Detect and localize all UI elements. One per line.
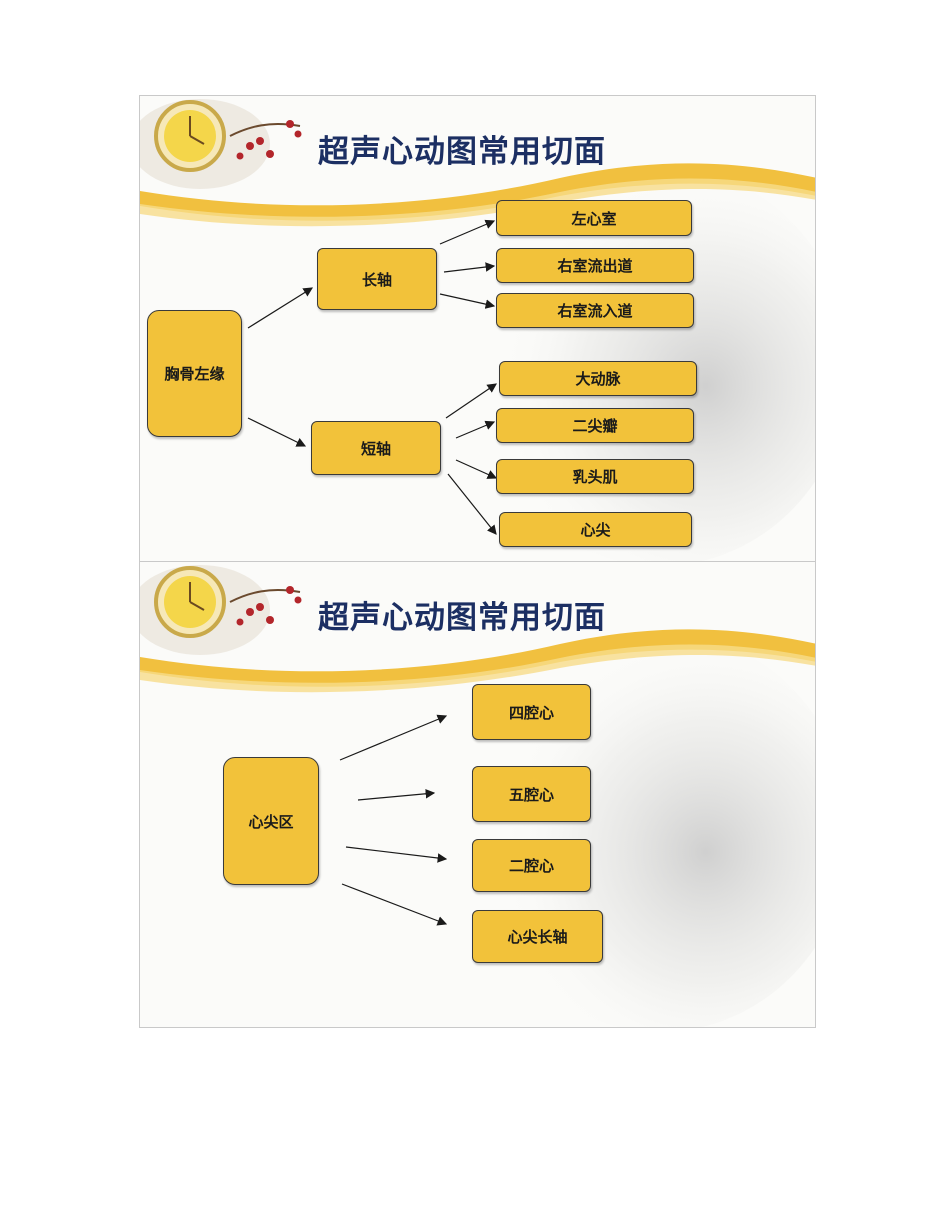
leaf-label: 乳头肌	[572, 468, 618, 486]
leaf-label: 右室流出道	[557, 257, 633, 275]
branch-node-short-axis: 短轴	[311, 421, 441, 475]
leaf-label: 二腔心	[508, 857, 554, 875]
branch-label: 短轴	[360, 439, 391, 458]
leaf-label: 四腔心	[508, 703, 554, 722]
root-node-label: 心尖区	[248, 812, 294, 831]
root-node-label: 胸骨左缘	[164, 365, 225, 383]
leaf-label: 心尖长轴	[507, 928, 568, 946]
leaf-label: 左心室	[571, 209, 617, 228]
leaf-node: 乳头肌	[496, 459, 694, 494]
leaf-node: 二尖瓣	[496, 408, 694, 443]
leaf-node: 二腔心	[472, 839, 591, 892]
connector-arrows	[247, 219, 498, 535]
leaf-label: 二尖瓣	[572, 417, 618, 435]
root-node: 胸骨左缘	[147, 310, 242, 437]
leaf-node: 四腔心	[472, 684, 591, 740]
slide-2: 超声心动图常用切面 心尖区 四腔心 五腔心 二腔心 心尖长轴	[139, 561, 816, 1028]
root-node: 心尖区	[223, 757, 319, 885]
leaf-node: 右室流入道	[496, 293, 694, 328]
slide-title: 超声心动图常用切面	[318, 134, 606, 170]
slide-1: 超声心动图常用切面 胸骨左缘 长轴 短轴 左心室 右室流出道	[139, 95, 816, 562]
leaf-label: 五腔心	[508, 785, 554, 804]
leaf-node: 五腔心	[472, 766, 591, 822]
leaf-node: 心尖长轴	[472, 910, 603, 963]
clock-with-plum-blossoms-icon	[140, 99, 302, 189]
branch-node-long-axis: 长轴	[317, 248, 437, 310]
clock-with-plum-blossoms-icon	[140, 565, 302, 655]
leaf-label: 心尖	[580, 521, 611, 539]
leaf-label: 大动脉	[575, 370, 621, 388]
slide-title: 超声心动图常用切面	[318, 600, 606, 636]
leaf-node: 左心室	[496, 200, 692, 236]
leaf-node: 大动脉	[499, 361, 697, 396]
leaf-node: 右室流出道	[496, 248, 694, 283]
branch-label: 长轴	[361, 270, 392, 289]
leaf-node: 心尖	[499, 512, 692, 547]
leaf-label: 右室流入道	[557, 302, 633, 320]
connector-arrows	[339, 714, 448, 926]
